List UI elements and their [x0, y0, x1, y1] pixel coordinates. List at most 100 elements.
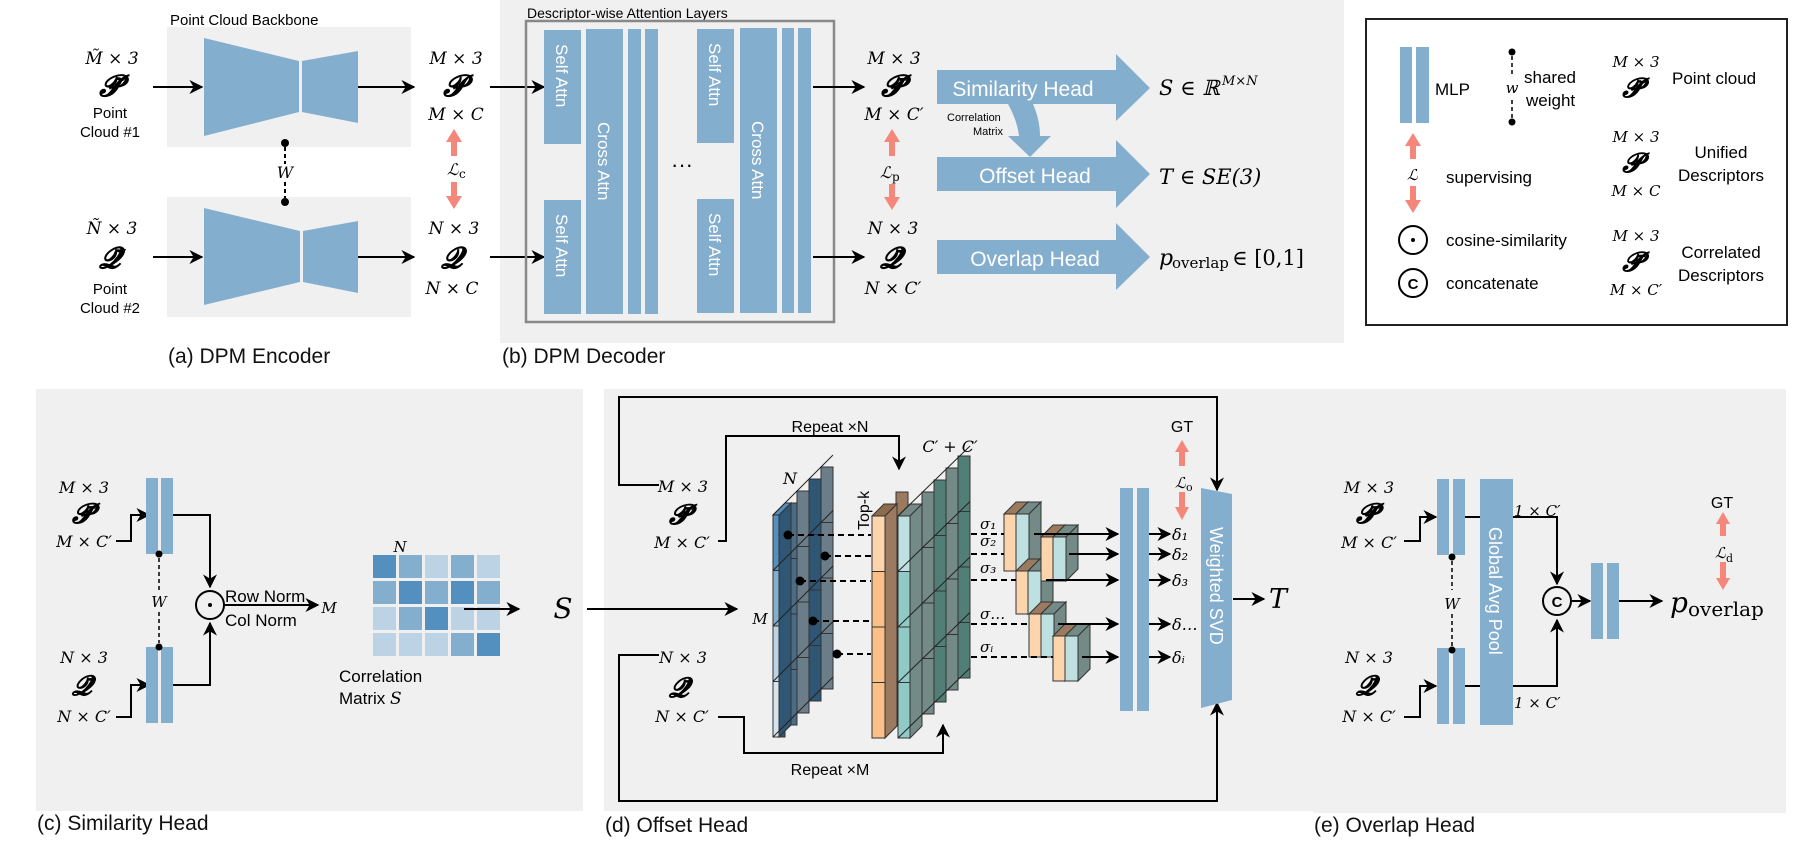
teal-row-line [897, 445, 971, 517]
grid-row-line [772, 454, 834, 516]
heatmap-cell [477, 555, 500, 578]
sim-mlp-top-b [161, 478, 173, 554]
sigma-label: σ₂ [980, 532, 996, 550]
feature-dim-label: C′ + C′ [922, 437, 978, 456]
sim-arrow-top-to-dot [173, 514, 217, 589]
legend-supervising-label: supervising [1446, 168, 1532, 187]
delta-label: δᵢ [1172, 648, 1185, 667]
overlap-head-label: Overlap Head [970, 248, 1100, 271]
weighted-svd-label: Weighted SVD [1206, 527, 1226, 645]
offset-mlp-b [1137, 488, 1149, 711]
grid-column-cell [796, 657, 810, 714]
heatmap-cell [451, 555, 474, 578]
legend-unified-descriptors: M × 3 𝓟 M × C Unified Descriptors [1611, 128, 1764, 200]
dec-out1-dim-bottom: M × C′ [863, 105, 923, 125]
offset-result: T ∈ SE(3) [1159, 165, 1261, 189]
legend-cosine-dot [1411, 238, 1415, 242]
dec-out1-dim-top: M × 3 [866, 49, 920, 69]
sigma-label: σᵢ [980, 638, 993, 656]
sim-in1-dim-bottom: M × C′ [55, 532, 112, 551]
ovl-in2-dim-bottom: N × C′ [1341, 707, 1396, 726]
matrix-caption-2-sym: S [390, 689, 402, 709]
sim-arrow-bottom-to-dot [173, 621, 217, 686]
sim-in2-dim-bottom: N × C′ [56, 707, 111, 726]
input2-label-1: Point [93, 281, 128, 298]
backbone-label: Point Cloud Backbone [170, 12, 318, 29]
delta-label: δ₂ [1172, 545, 1188, 564]
input2-dim: Ñ × 3 [86, 218, 138, 239]
repeat-m-arrow [718, 716, 950, 754]
legend-shared-label-1: shared [1524, 68, 1576, 87]
grid-front-strip-cell [772, 570, 780, 627]
teal-tensor-cell [897, 626, 911, 683]
selected-teal-block-cell [1040, 613, 1055, 658]
sim-mlp-bottom-b [161, 647, 173, 723]
matrix-caption-2: Matrix S [339, 689, 402, 709]
selected-teal-block-cell [1052, 536, 1067, 582]
corr-arrow-label-2: Matrix [973, 126, 1003, 138]
heatmap-cell [399, 581, 422, 604]
legend-shared-label-2: weight [1525, 91, 1575, 110]
offset-gt-label: GT [1171, 419, 1193, 436]
offset-loop-top [618, 396, 1224, 492]
encoder-top-upsample [302, 51, 358, 123]
similarity-head-label: Similarity Head [952, 78, 1093, 101]
dec-out2-dim-bottom: N × C′ [864, 279, 922, 299]
legend-pc-label: Point cloud [1672, 69, 1756, 88]
off-in1-dim-bottom: M × C′ [653, 533, 710, 552]
selected-orange-block-cell [1015, 570, 1029, 615]
ovl-arrow-in2 [1404, 679, 1438, 718]
delta-label: δ… [1172, 615, 1198, 634]
legend-box [1365, 18, 1788, 326]
topk-dot [808, 616, 818, 626]
out1-dim-bottom: M × C [427, 105, 483, 125]
off-in1-dim-top: M × 3 [657, 477, 708, 496]
ovl-dim2-label: 1 × C′ [1514, 694, 1561, 712]
grid-n-label: N [782, 469, 798, 488]
loss-p-symbol: ℒ [880, 163, 892, 182]
offset-input-1: M × 3 𝓟̄ M × C′ [653, 477, 710, 552]
loss-c-symbol: ℒ [447, 160, 459, 179]
heatmap-cell [477, 581, 500, 604]
topk-dot [820, 551, 830, 561]
heatmap-cell [399, 607, 422, 630]
legend-shared-dot-top [1508, 48, 1516, 56]
orange-tensor-cell [871, 626, 886, 683]
cross-attn-2 [740, 28, 777, 313]
ovl-shared-label: W [1444, 595, 1461, 613]
decoder-output-2: N × 3 𝓠̄ N × C′ [864, 219, 922, 299]
overlap-head-arrow [937, 223, 1150, 290]
sigma-label: σ₁ [980, 515, 996, 533]
offset-loop-bottom [618, 654, 1224, 802]
heatmap-cell [451, 581, 474, 604]
loss-o-arrow: GT ℒ o [1171, 419, 1193, 520]
topk-dot [832, 649, 842, 659]
orange-tensor [870, 502, 899, 740]
offset-head-arrow [937, 140, 1150, 208]
input2-symbol: 𝓠̃ [98, 241, 127, 276]
heatmap-cell [373, 633, 396, 656]
sigma-label: σ₃ [980, 559, 996, 577]
off-in2-dim-bottom: N × C′ [654, 707, 709, 726]
off-in2-dim-top: N × 3 [658, 648, 707, 667]
dec-out2-dim-top: N × 3 [867, 219, 919, 239]
mlp-bar-1a [628, 29, 641, 314]
sim-arrow-in1 [116, 508, 151, 542]
delta-label: δ₁ [1172, 525, 1188, 544]
offset-mlp-a [1120, 488, 1133, 711]
sim-mlp-top-a [146, 478, 158, 554]
teal-back-col [945, 467, 959, 691]
ovl-final-mlp-a [1591, 563, 1603, 639]
mlp-bar-1b [645, 29, 658, 314]
ovl-in2-symbol: 𝓠̄ [1355, 669, 1381, 702]
caption-decoder: (b) DPM Decoder [502, 345, 666, 368]
ovl-shared-dot-top [1448, 553, 1456, 561]
grid-column-cell [796, 490, 810, 547]
teal-row-line [897, 612, 971, 683]
repeat-n-arrow [718, 435, 906, 542]
selected-orange-block-cell [1028, 613, 1042, 658]
ovl-input-2: N × 3 𝓠̄ N × C′ [1341, 648, 1396, 726]
cross-attn-2-label: Cross Attn [748, 121, 767, 199]
self-attn-bottom-2-label: Self Attn [705, 213, 724, 276]
caption-encoder: (a) DPM Encoder [168, 345, 331, 368]
